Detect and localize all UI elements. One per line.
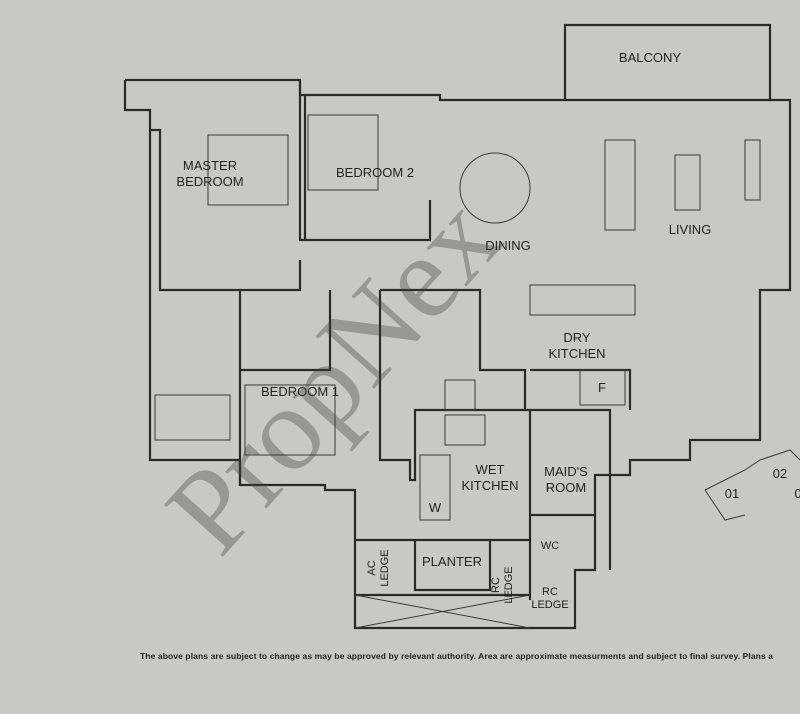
furniture — [154, 114, 761, 629]
label-rc-ledge-b-2: LEDGE — [531, 599, 568, 611]
label-balcony: BALCONY — [619, 50, 681, 65]
coffee-table — [674, 154, 701, 211]
label-rc-ledge-a: RC — [490, 577, 502, 593]
bathtub — [154, 394, 231, 441]
label-planter: PLANTER — [422, 554, 482, 569]
label-wet-kitchen: WET — [476, 462, 505, 477]
master-bed — [207, 134, 289, 206]
label-master-bedroom: MASTER — [183, 158, 237, 173]
key-plan-unit-03: 0 — [794, 486, 800, 501]
label-master-bedroom-2: BEDROOM — [176, 174, 243, 189]
label-ac-ledge: AC — [366, 560, 378, 575]
label-wc: WC — [541, 540, 559, 552]
key-plan-unit-02: 02 — [773, 466, 787, 481]
shaft — [444, 379, 476, 411]
label-bedroom-2: BEDROOM 2 — [336, 165, 414, 180]
stove — [444, 414, 486, 446]
bedroom2-bed — [307, 114, 379, 191]
label-wet-kitchen-2: KITCHEN — [461, 478, 518, 493]
watermark: PropNex — [140, 171, 524, 577]
kitchen-island — [529, 284, 636, 316]
label-bedroom-1: BEDROOM 1 — [261, 384, 339, 399]
fridge-box — [579, 369, 626, 406]
label-ac-ledge-2: LEDGE — [379, 549, 391, 586]
sofa — [604, 139, 636, 231]
label-rc-ledge-b: RC — [542, 586, 558, 598]
dining-table — [459, 152, 531, 224]
key-plan: 01 02 0 — [704, 449, 800, 521]
label-maids-room: MAID'S — [544, 464, 588, 479]
tv-console — [744, 139, 761, 201]
disclaimer-text: The above plans are subject to change as… — [140, 651, 774, 661]
bedroom1-bed — [244, 384, 336, 456]
label-maids-room-2: ROOM — [546, 480, 586, 495]
label-fridge: F — [598, 380, 606, 395]
label-rc-ledge-a-2: LEDGE — [503, 566, 515, 603]
washer-box — [419, 454, 451, 521]
key-plan-unit-01: 01 — [725, 486, 739, 501]
label-living: LIVING — [669, 222, 712, 237]
label-dry-kitchen-2: KITCHEN — [548, 346, 605, 361]
outer-walls — [123, 23, 792, 630]
label-dry-kitchen: DRY — [563, 330, 591, 345]
label-dining: DINING — [485, 238, 531, 253]
label-washer: W — [429, 500, 442, 515]
